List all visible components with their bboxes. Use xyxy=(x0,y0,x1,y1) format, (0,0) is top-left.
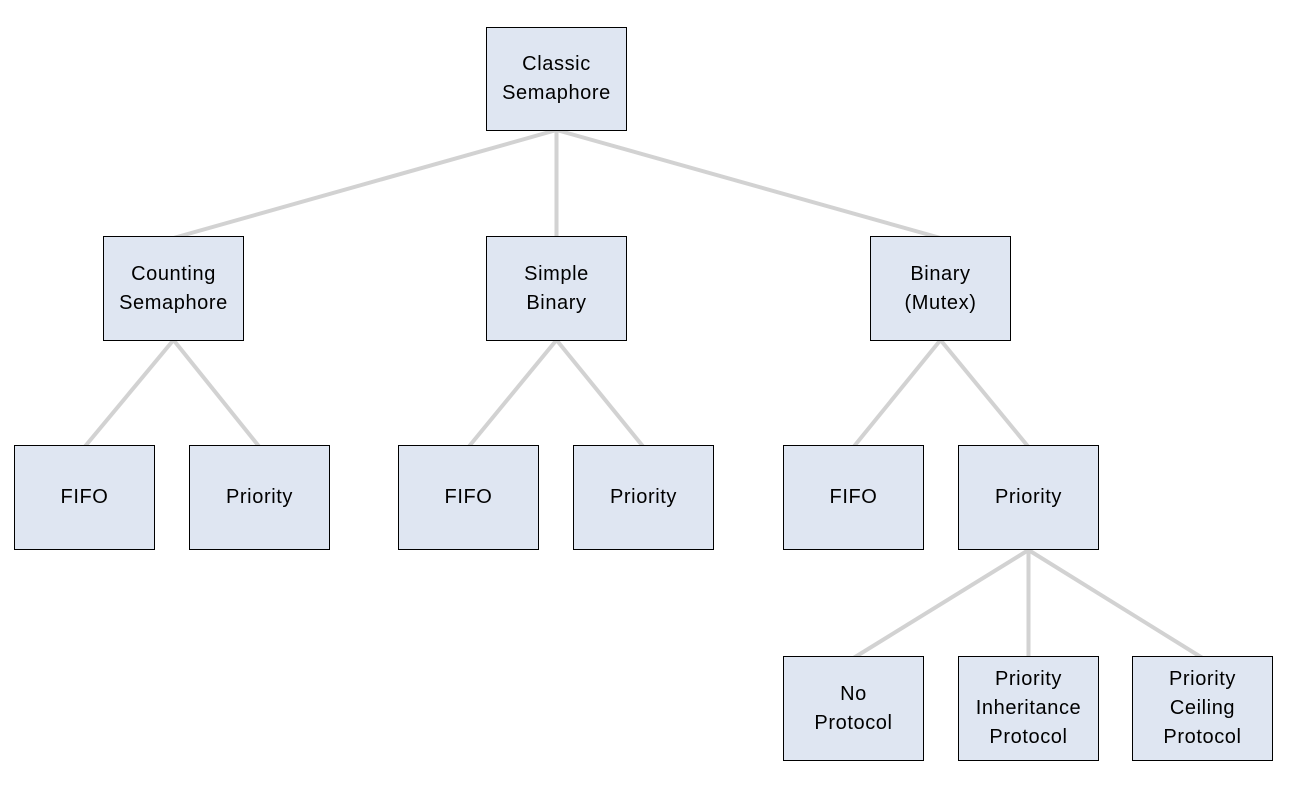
node-counting-fifo: FIFO xyxy=(14,445,155,550)
node-simple-binary-fifo: FIFO xyxy=(398,445,539,550)
node-counting-semaphore: Counting Semaphore xyxy=(103,236,244,341)
edge-counting-fifo xyxy=(82,338,176,449)
node-no-protocol: No Protocol xyxy=(783,656,924,761)
node-simple-binary-priority: Priority xyxy=(573,445,714,550)
node-label: Priority xyxy=(994,486,1063,508)
node-label: Priority xyxy=(609,486,678,508)
edge-mutex-fifo xyxy=(851,338,943,449)
edge-simple-priority xyxy=(554,338,646,449)
edge-priority-no-protocol xyxy=(852,548,1030,660)
node-binary-mutex: Binary (Mutex) xyxy=(870,236,1011,341)
node-classic-semaphore: Classic Semaphore xyxy=(486,27,627,131)
node-label: FIFO xyxy=(60,486,109,508)
node-label: FIFO xyxy=(829,486,878,508)
node-priority-inheritance-protocol: Priority Inheritance Protocol xyxy=(958,656,1099,761)
edge-mutex-priority xyxy=(938,338,1031,449)
node-binary-priority: Priority xyxy=(958,445,1099,550)
edge-root-counting xyxy=(172,128,558,240)
node-label: Priority Ceiling Protocol xyxy=(1163,668,1242,748)
node-label: No Protocol xyxy=(814,682,893,734)
node-label: Priority Inheritance Protocol xyxy=(975,668,1082,748)
edge-simple-fifo xyxy=(466,338,559,449)
node-label: Priority xyxy=(225,486,294,508)
edge-counting-priority xyxy=(171,338,262,449)
edge-priority-pcp xyxy=(1027,548,1204,660)
node-simple-binary: Simple Binary xyxy=(486,236,627,341)
node-priority-ceiling-protocol: Priority Ceiling Protocol xyxy=(1132,656,1273,761)
node-label: FIFO xyxy=(444,486,493,508)
node-counting-priority: Priority xyxy=(189,445,330,550)
node-binary-fifo: FIFO xyxy=(783,445,924,550)
node-label: Binary (Mutex) xyxy=(904,262,977,314)
edge-root-binary-mutex xyxy=(555,128,942,240)
node-label: Simple Binary xyxy=(524,262,589,314)
node-label: Classic Semaphore xyxy=(502,53,611,104)
node-label: Counting Semaphore xyxy=(119,262,228,314)
